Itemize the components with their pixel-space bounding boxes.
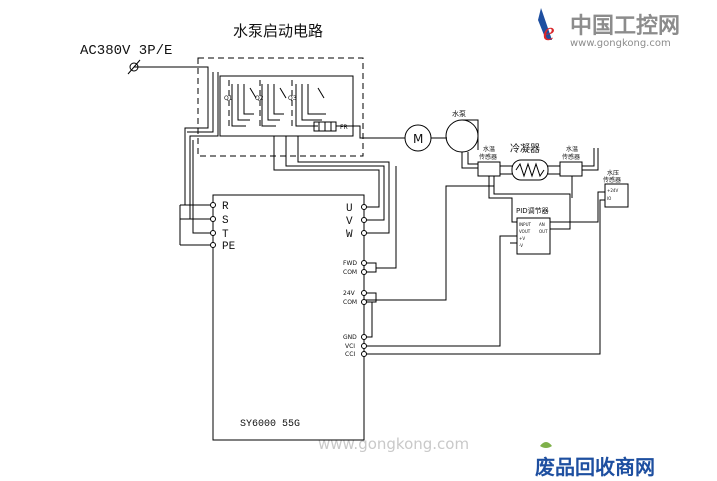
- brand-name: 中国工控网: [570, 13, 680, 39]
- terminal-24v: 24V: [343, 290, 356, 297]
- brand-logo: e 中国工控网 www.gongkong.com: [538, 8, 680, 49]
- pressure-pin-24v: +24V: [607, 188, 618, 193]
- logo-mark-icon: [538, 8, 552, 40]
- cooler-symbol: [511, 159, 549, 181]
- circuit-title: 水泵启动电路: [233, 22, 323, 40]
- sensor-right-line1: 水温: [566, 145, 578, 153]
- pressure-label-line2: 传感器: [603, 176, 621, 184]
- terminal-u: U: [346, 203, 353, 215]
- breaker-wiring: [219, 75, 354, 137]
- terminal-com-1: COM: [343, 269, 357, 276]
- breaker-q1-label: Q1: [224, 95, 233, 102]
- pressure-sensor: [604, 183, 629, 208]
- terminal-vci: VCI: [345, 343, 355, 350]
- brand-url: www.gongkong.com: [570, 38, 671, 49]
- water-pipe: [461, 148, 599, 177]
- inverter-model: SY6000 55G: [240, 419, 300, 430]
- terminal-s: S: [222, 215, 229, 227]
- pump-symbol: [445, 119, 479, 153]
- terminal-com-2: COM: [343, 299, 357, 306]
- relay-label: FR: [340, 124, 348, 131]
- bottom-watermark-text: 废品回收商网: [535, 455, 655, 479]
- terminal-w: W: [346, 229, 353, 241]
- svg-text:e: e: [543, 17, 555, 46]
- center-watermark: www.gongkong.com: [318, 435, 469, 453]
- bottom-watermark: 废品回收商网: [535, 442, 655, 479]
- leaf-icon: [540, 442, 552, 448]
- terminal-r: R: [222, 201, 229, 213]
- pressure-label-line1: 水压: [607, 169, 619, 177]
- motor-label: M: [413, 132, 423, 146]
- sensor-left-line1: 水温: [483, 145, 495, 153]
- terminal-pe: PE: [222, 241, 236, 253]
- terminal-v: V: [346, 216, 353, 228]
- terminal-gnd: GND: [343, 334, 357, 341]
- pid-pin-nv: -V: [519, 243, 523, 248]
- pid-title: PID调节器: [516, 206, 549, 215]
- breaker-q3-label: Q3: [288, 95, 297, 102]
- output-terminals: [361, 204, 367, 236]
- pump-label: 水泵: [452, 109, 466, 118]
- pid-pin-out: OUT: [539, 229, 548, 234]
- pid-pin-vout: VOUT: [519, 229, 531, 234]
- breaker-q2-label: Q2: [255, 95, 264, 102]
- cooler-label: 冷凝器: [510, 142, 540, 155]
- terminal-fwd: FWD: [343, 260, 357, 267]
- terminal-t: T: [222, 229, 229, 241]
- pid-pin-pv: +V: [519, 236, 525, 241]
- supply-label: AC380V 3P/E: [80, 43, 172, 59]
- pid-pin-input: INPUT: [519, 222, 532, 227]
- sensor-right-line2: 传感器: [562, 153, 580, 161]
- pressure-pin-io: IO: [607, 196, 611, 201]
- pid-pin-an: AN: [539, 222, 545, 227]
- sensor-left-line2: 传感器: [479, 153, 497, 161]
- starter-enclosure: [197, 57, 364, 157]
- inverter-box: [212, 194, 365, 441]
- terminal-cci: CCI: [345, 351, 355, 358]
